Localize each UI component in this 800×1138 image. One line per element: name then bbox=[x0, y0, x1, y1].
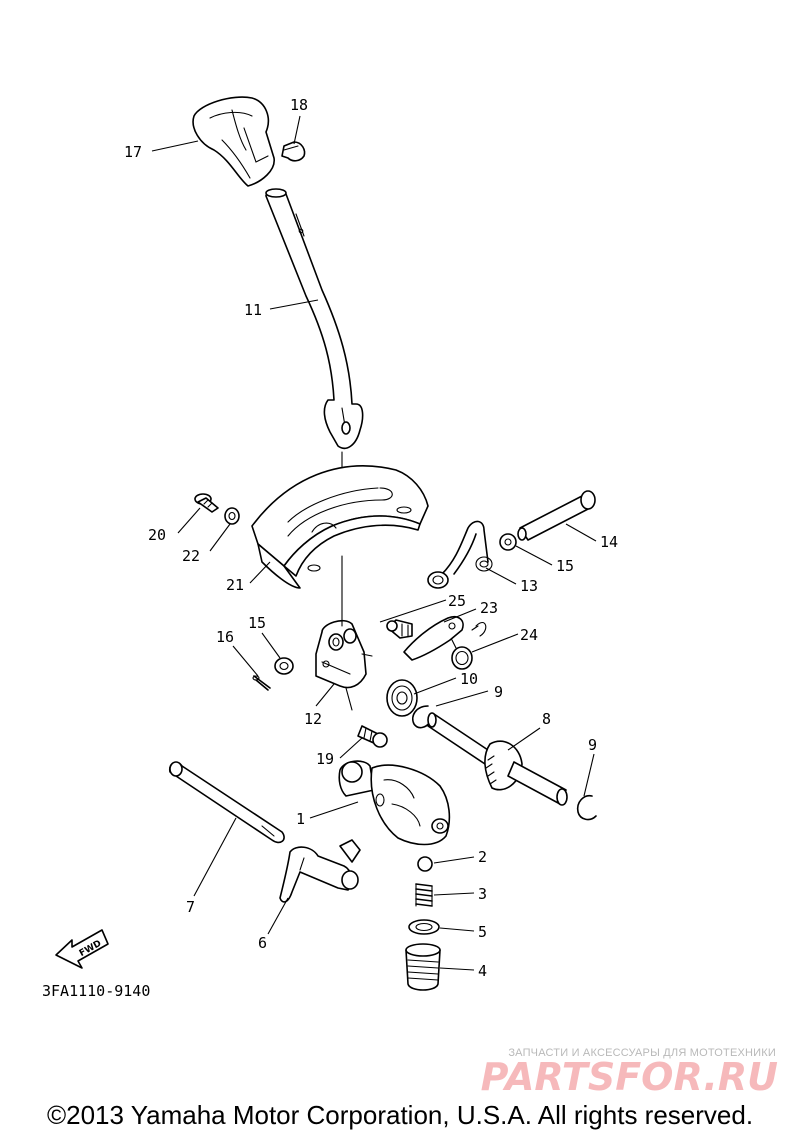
watermark-tagline: ЗАПЧАСТИ И АКСЕССУАРЫ ДЛЯ МОТОТЕХНИКИ bbox=[508, 1047, 776, 1059]
part-guide-bar bbox=[168, 761, 285, 844]
callout: 9 bbox=[494, 683, 503, 701]
part-bolt-lower bbox=[357, 725, 388, 748]
part-bolt-gate bbox=[194, 493, 219, 513]
callout: 24 bbox=[520, 626, 538, 644]
part-shift-drum bbox=[338, 760, 451, 846]
callout: 25 bbox=[448, 592, 466, 610]
part-bolt-arm bbox=[386, 619, 413, 639]
part-gasket bbox=[408, 919, 440, 935]
callout: 15 bbox=[248, 614, 266, 632]
callout: 6 bbox=[258, 934, 267, 952]
callout: 13 bbox=[520, 577, 538, 595]
part-plug-bolt bbox=[405, 943, 441, 991]
callout: 9 bbox=[588, 736, 597, 754]
part-washer-pin bbox=[499, 533, 517, 551]
callout: 19 bbox=[316, 750, 334, 768]
callout: 1 bbox=[296, 810, 305, 828]
leader-lines bbox=[151, 115, 597, 971]
part-circlip-upper bbox=[412, 705, 431, 729]
copyright-notice: ©2013 Yamaha Motor Corporation, U.S.A. A… bbox=[46, 1100, 754, 1130]
part-stopper-spring bbox=[451, 639, 473, 670]
callout: 14 bbox=[600, 533, 618, 551]
callout: 8 bbox=[542, 710, 551, 728]
callout: 21 bbox=[226, 576, 244, 594]
part-stopper-lever bbox=[403, 615, 487, 661]
callout: 20 bbox=[148, 526, 166, 544]
callout: 16 bbox=[216, 628, 234, 646]
part-detent-spring bbox=[415, 883, 433, 907]
guide-line-bolt bbox=[345, 687, 353, 711]
part-shift-gate bbox=[251, 465, 429, 589]
part-washer-arm bbox=[274, 657, 294, 675]
part-set-screw bbox=[281, 141, 306, 162]
callout: 18 bbox=[290, 96, 308, 114]
part-shift-shaft bbox=[427, 712, 568, 806]
fwd-arrow-icon: FWD bbox=[55, 929, 109, 969]
part-shift-arm bbox=[315, 619, 373, 689]
diagram-code: 3FA1110-9140 bbox=[42, 982, 150, 1000]
watermark-brand: PARTSFOR.RU bbox=[481, 1055, 779, 1099]
part-detent-ball bbox=[417, 856, 433, 872]
part-circlip-lower bbox=[576, 794, 597, 821]
part-shift-knob bbox=[192, 96, 275, 187]
part-cotter-pin bbox=[252, 675, 271, 691]
callout: 17 bbox=[124, 143, 142, 161]
part-shift-fork bbox=[279, 839, 361, 903]
callout: 4 bbox=[478, 962, 487, 980]
callout: 12 bbox=[304, 710, 322, 728]
part-torsion-spring bbox=[427, 520, 493, 589]
callout: 7 bbox=[186, 898, 195, 916]
part-shift-lever bbox=[265, 188, 364, 450]
callout: 23 bbox=[480, 599, 498, 617]
part-oil-seal bbox=[386, 679, 418, 717]
callout: 5 bbox=[478, 923, 487, 941]
callout: 15 bbox=[556, 557, 574, 575]
part-pivot-pin bbox=[517, 490, 596, 541]
callout-labels: 17 18 11 20 22 21 14 15 13 25 23 24 16 1… bbox=[124, 96, 618, 980]
callout: 10 bbox=[460, 670, 478, 688]
callout: 2 bbox=[478, 848, 487, 866]
callout: 3 bbox=[478, 885, 487, 903]
callout: 11 bbox=[244, 301, 262, 319]
part-washer-gate bbox=[224, 507, 240, 525]
callout: 22 bbox=[182, 547, 200, 565]
